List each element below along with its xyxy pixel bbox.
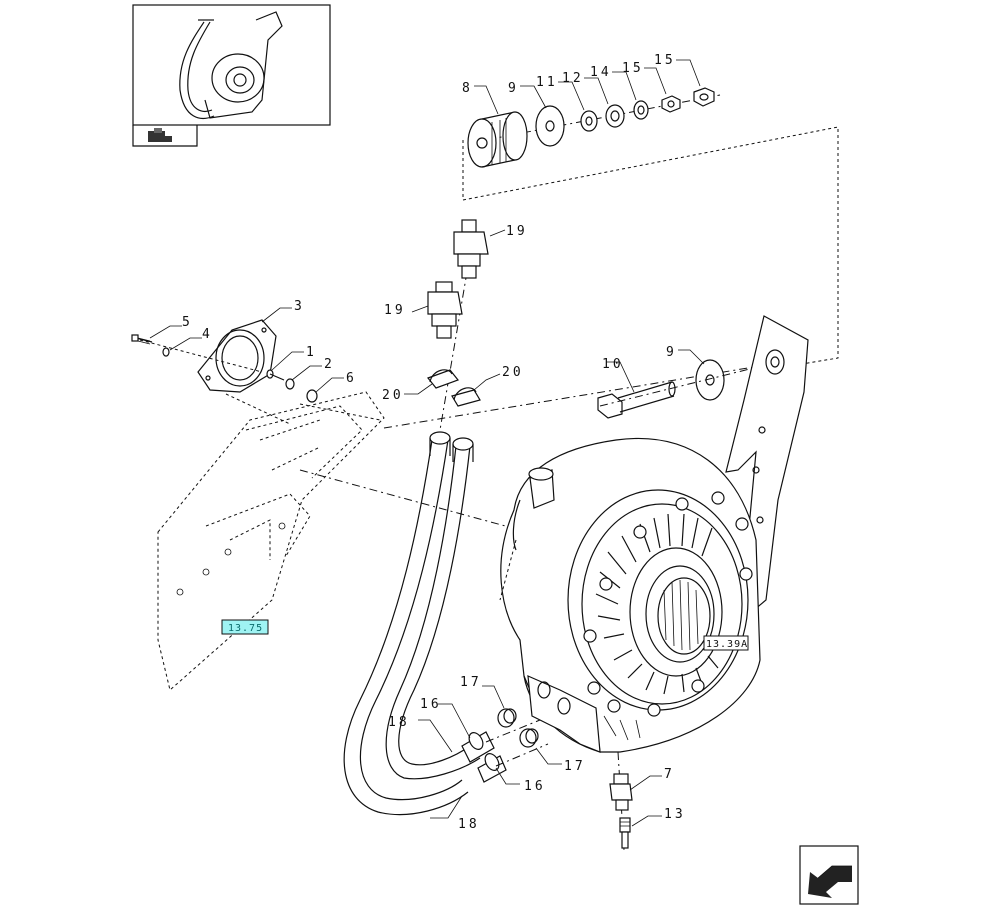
leader-18-16: [418, 703, 520, 819]
callout-18-bottom: 18: [458, 817, 480, 832]
part-5-bolt[interactable]: [131, 334, 153, 345]
callout-20-right: 20: [502, 365, 524, 380]
callout-3: 3: [294, 299, 305, 314]
frame-to-motor-dash: [299, 365, 761, 531]
callout-2: 2: [324, 357, 335, 372]
part-14-lockwasher[interactable]: [633, 100, 649, 120]
leader-5-4: [149, 325, 202, 351]
callout-7: 7: [664, 767, 675, 782]
part-13-sensor[interactable]: [619, 817, 631, 849]
part-15-nut-b[interactable]: [693, 87, 715, 107]
callout-19-upper: 19: [506, 224, 528, 239]
previous-page-arrow-icon: [808, 865, 852, 898]
callout-4: 4: [202, 327, 213, 342]
callout-17-top: 17: [460, 675, 482, 690]
reference-box-left[interactable]: 13.75: [221, 619, 269, 635]
leader-1-2-6: [271, 351, 344, 393]
part-1-screw[interactable]: [266, 369, 285, 381]
part-17-clamp-a[interactable]: [497, 708, 517, 728]
hydraulic-motor-body[interactable]: [500, 438, 761, 753]
part-3-cover[interactable]: [197, 319, 277, 393]
section-badge-icon: [148, 128, 172, 142]
cover-to-frame-dash: [225, 393, 381, 425]
callout-14: 14: [590, 65, 612, 80]
thumbnail-overview[interactable]: [132, 4, 331, 147]
part-11-washer[interactable]: [580, 110, 598, 132]
leader-3: [261, 307, 292, 323]
part-6-spacer[interactable]: [306, 389, 318, 403]
reference-box-right[interactable]: 13.39A: [703, 635, 749, 651]
callout-1: 1: [306, 345, 317, 360]
part-18-hoses[interactable]: [343, 431, 507, 816]
callout-11: 11: [536, 75, 558, 90]
part-15-nut-a[interactable]: [661, 95, 681, 113]
part-4-washer[interactable]: [162, 347, 170, 357]
frame-bracket-phantom: [157, 391, 385, 691]
part-10-bolt[interactable]: [597, 381, 676, 419]
callout-6: 6: [346, 371, 357, 386]
assembly-thumbnail-icon: [179, 11, 283, 120]
callout-17-bottom: 17: [564, 759, 586, 774]
leader-20: [404, 373, 501, 395]
callout-8: 8: [462, 81, 473, 96]
callout-9-lower: 9: [666, 345, 677, 360]
callout-15-b: 15: [654, 53, 676, 68]
fitting-centerline: [439, 271, 468, 431]
part-20-clamp-a[interactable]: [427, 369, 459, 389]
callout-12: 12: [562, 71, 584, 86]
reference-label-right: 13.39A: [706, 639, 748, 650]
leader-7-13: [629, 775, 662, 827]
part-2-washer[interactable]: [285, 378, 295, 390]
callout-16-bottom: 16: [524, 779, 546, 794]
callout-20-left: 20: [382, 388, 404, 403]
part-7-fitting[interactable]: [609, 773, 633, 811]
motor-to-hose-dash: [499, 539, 517, 601]
leader-10-9: [606, 349, 705, 393]
callout-5: 5: [182, 315, 193, 330]
bolt-centerline: [599, 363, 771, 407]
part-20-clamp-b[interactable]: [451, 387, 481, 407]
callout-15-a: 15: [622, 61, 644, 76]
callout-19-lower: 19: [384, 303, 406, 318]
motor-bolt-heads: [583, 491, 753, 717]
part-8-bushing[interactable]: [467, 111, 528, 168]
callout-10: 10: [602, 357, 624, 372]
previous-page-button[interactable]: [799, 845, 859, 905]
part-9-washer-lower[interactable]: [695, 359, 725, 401]
part-19-fitting-lower[interactable]: [427, 281, 463, 339]
callout-18-left: 18: [388, 715, 410, 730]
hose-centerline: [485, 719, 549, 767]
reference-label-left: 13.75: [228, 623, 263, 634]
callout-16-top: 16: [420, 697, 442, 712]
part-19-fitting-upper[interactable]: [453, 219, 489, 279]
part-9-washer-top[interactable]: [535, 105, 565, 147]
part-12-ring[interactable]: [605, 104, 625, 128]
callout-labels: 8 9 11 12 14 15 15 19 19 3 5 4 1 2 6 20 …: [182, 53, 686, 832]
leader-19: [411, 229, 506, 313]
leader-lines-top: [474, 59, 701, 115]
callout-13: 13: [664, 807, 686, 822]
leader-17: [482, 685, 562, 765]
callout-9-top: 9: [508, 81, 519, 96]
part-17-clamp-b[interactable]: [519, 728, 539, 748]
